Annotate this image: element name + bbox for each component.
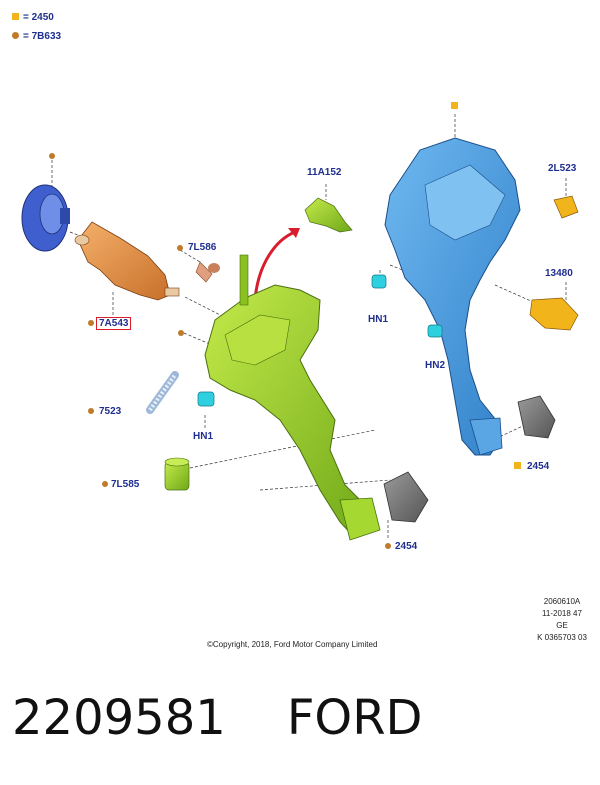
legend-square-swatch <box>12 13 19 20</box>
brake-pedal-assembly <box>384 137 521 456</box>
master-cylinder-7A543 <box>74 221 180 301</box>
pedal-pad-left <box>383 471 429 523</box>
callout-13480: 13480 <box>545 268 573 279</box>
bolt-7L586 <box>195 261 220 283</box>
callout-7523: 7523 <box>99 406 122 417</box>
bushing-7L585 <box>164 457 190 491</box>
drawing-ref-line2: 11-2018 47 <box>542 609 582 618</box>
callout-HN1-left: HN1 <box>193 431 214 442</box>
switch-13480 <box>529 297 579 331</box>
clutch-pedal-assembly <box>204 254 381 541</box>
arrow-head <box>288 228 300 238</box>
callout-7L586: 7L586 <box>188 242 217 253</box>
copyright-notice: ©Copyright, 2018, Ford Motor Company Lim… <box>207 640 378 649</box>
spring-7523 <box>146 371 179 414</box>
callout-7A543-box: 7A543 <box>96 317 132 330</box>
clip-HN1-left <box>197 391 215 407</box>
legend-dot-label: = 7B633 <box>23 31 62 42</box>
part-number: 2209581 <box>12 690 226 746</box>
drawing-reference: 2060610A 11-2018 47 GE K 0365703 03 <box>532 596 592 644</box>
drawing-ref-line4: K 0365703 03 <box>537 633 587 642</box>
pedal-pad-right <box>517 395 556 439</box>
callout-2454-left: 2454 <box>395 541 418 552</box>
switch-11A152 <box>304 197 353 233</box>
callout-11A152: 11A152 <box>307 167 342 178</box>
switch-2L523 <box>553 195 579 219</box>
callout-7A543: 7A543 <box>96 317 132 330</box>
drawing-ref-line3: GE <box>556 621 568 630</box>
callout-2L523: 2L523 <box>548 163 577 174</box>
drawing-ref-line1: 2060610A <box>543 597 581 606</box>
clutch-reservoir <box>21 184 70 252</box>
markers <box>49 102 521 549</box>
callout-HN2: HN2 <box>425 360 446 371</box>
clip-HN1-right <box>371 274 387 289</box>
callout-7L585: 7L585 <box>111 479 140 490</box>
callout-HN1-right: HN1 <box>368 314 389 325</box>
brand-name: FORD <box>286 690 423 746</box>
legend-square-label: = 2450 <box>23 12 54 23</box>
callout-2454-right: 2454 <box>527 461 550 472</box>
legend-dot-swatch <box>12 32 19 39</box>
assembly-arrow <box>253 230 296 301</box>
legend-square: = 2450 <box>12 12 54 23</box>
clip-HN2 <box>427 324 443 338</box>
footer-caption: 2209581 FORD <box>12 690 423 746</box>
legend-dot: = 7B633 <box>12 31 61 42</box>
